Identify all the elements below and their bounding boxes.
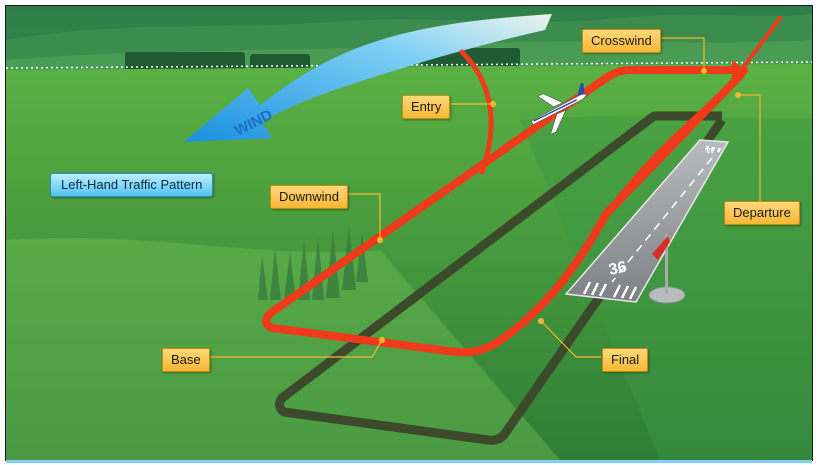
airplane-icon (531, 82, 588, 135)
runway (564, 139, 730, 303)
ground-track-outline (274, 111, 726, 445)
callout-base: Base (162, 348, 210, 372)
runway-centerline (611, 157, 713, 283)
runway-number-36: 36 (607, 259, 628, 279)
callout-final: Final (602, 348, 649, 372)
runway-number-18: 18 (706, 146, 714, 153)
runway-threshold-marks (582, 145, 722, 300)
horizon-dotted-line (5, 61, 813, 69)
callout-downwind: Downwind (270, 185, 348, 209)
callout-crosswind: Crosswind (582, 29, 661, 53)
field-patch (6, 237, 560, 460)
diagram-title: Left-Hand Traffic Pattern (50, 173, 214, 197)
crosswind-arrowhead (732, 60, 748, 80)
callout-entry: Entry (402, 95, 451, 119)
traffic-pattern-path (262, 16, 782, 357)
windsock (648, 234, 686, 304)
callout-departure: Departure (724, 201, 800, 225)
entry-leg (459, 49, 494, 175)
wind-arrow: WIND (184, 14, 552, 142)
